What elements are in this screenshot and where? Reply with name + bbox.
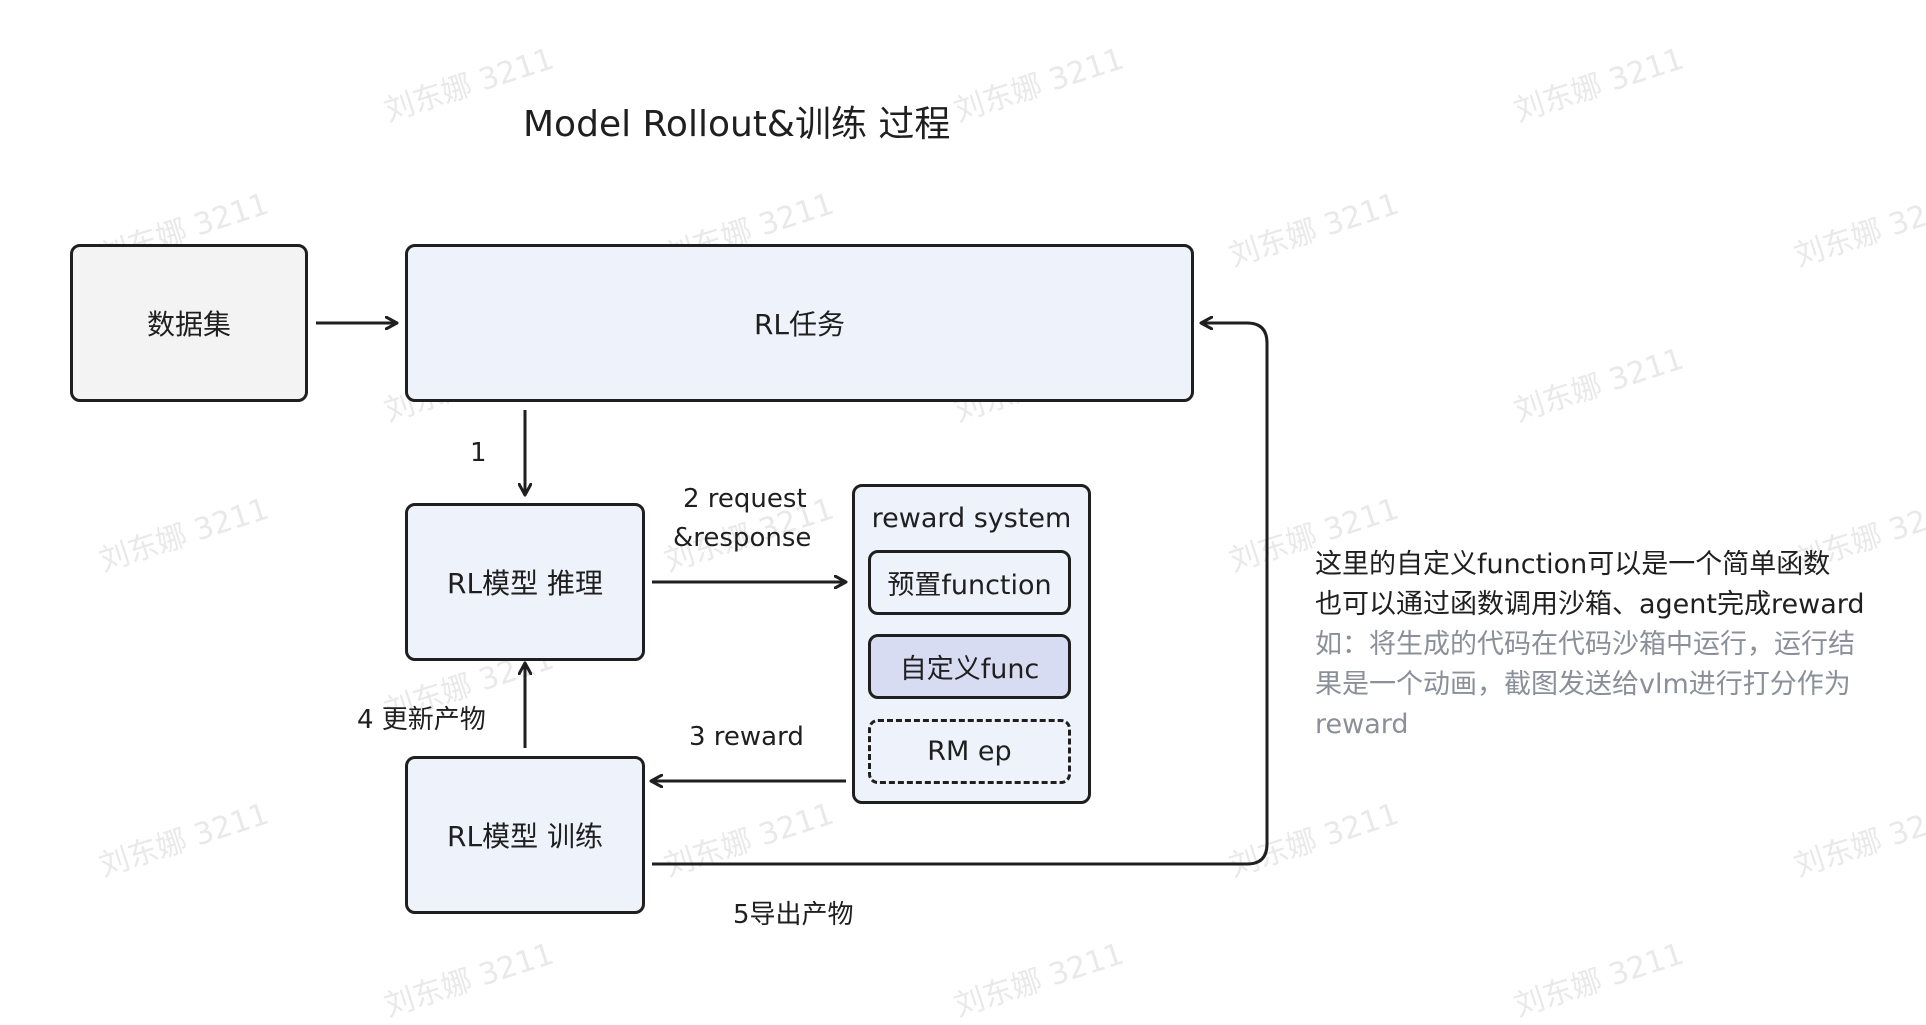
reward-system-container: reward system 预置function 自定义func RM ep	[852, 484, 1091, 804]
node-rl-training-label: RL模型 训练	[447, 820, 603, 853]
diagram-title: Model Rollout&训练 过程	[523, 104, 951, 145]
custom-func-label: 自定义func	[899, 654, 1040, 685]
side-note: 这里的自定义function可以是一个简单函数 也可以通过函数调用沙箱、agen…	[1315, 545, 1865, 745]
edge-step5	[652, 323, 1269, 866]
node-rl-inference: RL模型 推理	[405, 503, 645, 661]
node-rl-training: RL模型 训练	[405, 756, 645, 914]
edge-label-step2-line2: &response	[673, 523, 812, 553]
edge-label-step5: 5导出产物	[733, 900, 854, 930]
rm-ep-box: RM ep	[868, 719, 1071, 784]
node-rl-task: RL任务	[405, 244, 1194, 402]
connector-layer	[316, 0, 1269, 866]
preset-function-label: 预置function	[887, 570, 1052, 601]
edge-label-step4: 4 更新产物	[357, 705, 486, 735]
note-line-3: 如：将生成的代码在代码沙箱中运行，运行结	[1315, 629, 1855, 660]
note-line-5: reward	[1315, 709, 1409, 740]
note-line-1: 这里的自定义function可以是一个简单函数	[1315, 549, 1831, 580]
preset-function-box: 预置function	[868, 550, 1071, 615]
note-line-4: 果是一个动画，截图发送给vlm进行打分作为	[1315, 669, 1851, 700]
node-dataset-label: 数据集	[146, 308, 231, 341]
node-rl-task-label: RL任务	[753, 308, 846, 341]
reward-system-title: reward system	[871, 503, 1072, 534]
edge-label-step1: 1	[470, 438, 487, 468]
edge-label-step3: 3 reward	[689, 722, 804, 752]
custom-func-box: 自定义func	[868, 634, 1071, 699]
node-dataset: 数据集	[70, 244, 308, 402]
rm-ep-label: RM ep	[927, 736, 1012, 767]
node-rl-inference-label: RL模型 推理	[447, 567, 603, 600]
edge-label-step2-line1: 2 request	[683, 484, 807, 514]
note-line-2: 也可以通过函数调用沙箱、agent完成reward	[1315, 589, 1865, 620]
